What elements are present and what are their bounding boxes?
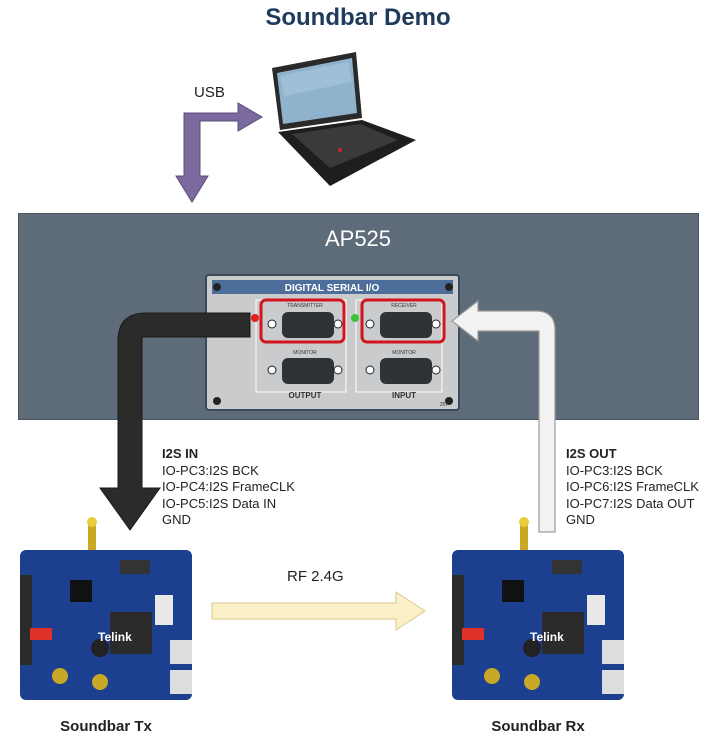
transmitter-connector	[267, 312, 343, 338]
i2s-in-line: GND	[162, 512, 191, 527]
i2s-in-arrow	[99, 312, 251, 531]
i2s-in-line: IO-PC3:I2S BCK	[162, 462, 259, 478]
soundbar-tx-board: Telink	[20, 517, 192, 700]
i2s-in-line: IO-PC4:I2S FrameCLK	[162, 479, 295, 494]
receiver-label: RECEIVER	[391, 303, 417, 309]
i2s-out-line: IO-PC6:I2S FrameCLK	[566, 479, 699, 494]
i2s-out-line: GND	[566, 512, 595, 527]
input-monitor-connector	[365, 358, 441, 384]
i2s-in-header: I2S IN	[162, 446, 199, 461]
rf-label: RF 2.4G	[287, 568, 344, 585]
monitor-right-label: MONITOR	[392, 350, 416, 356]
usb-arrow	[175, 102, 263, 203]
page-title: Soundbar Demo	[265, 4, 451, 31]
panel-code: 257	[440, 402, 449, 408]
usb-label: USB	[194, 84, 225, 101]
i2s-out-header: I2S OUT	[566, 446, 617, 461]
i2s-in-line: IO-PC5:I2S Data IN	[162, 495, 277, 511]
tx-board-logo: Telink	[98, 630, 132, 644]
rx-label: Soundbar Rx	[491, 718, 585, 735]
i2s-out-pin-list: I2S OUT IO-PC3:I2S BCK IO-PC6:I2S FrameC…	[566, 446, 699, 529]
receiver-highlight	[360, 298, 446, 344]
receiver-connector	[365, 312, 441, 338]
transmitter-led	[251, 314, 259, 322]
monitor-left-label: MONITOR	[293, 350, 317, 356]
i2s-in-pin-list: I2S IN IO-PC3:I2S BCK IO-PC4:I2S FrameCL…	[162, 446, 295, 529]
receiver-led	[351, 314, 359, 322]
i2s-out-line: IO-PC3:I2S BCK	[566, 462, 663, 478]
transmitter-label: TRANSMITTER	[287, 303, 323, 309]
laptop-icon	[272, 52, 416, 186]
digital-serial-io-panel: DIGITAL SERIAL I/O TRANSMITTER RECEIVER …	[205, 274, 460, 411]
input-label: INPUT	[392, 391, 416, 400]
soundbar-rx-board: Telink	[452, 517, 624, 700]
rf-arrow	[211, 591, 426, 631]
i2s-out-line: IO-PC7:I2S Data OUT	[566, 495, 695, 511]
output-monitor-connector	[267, 358, 343, 384]
i2s-out-arrow	[451, 299, 556, 533]
output-label: OUTPUT	[289, 391, 322, 400]
transmitter-highlight	[259, 298, 346, 344]
ap525-label: AP525	[324, 226, 392, 251]
tx-label: Soundbar Tx	[60, 718, 152, 735]
panel-title: DIGITAL SERIAL I/O	[285, 283, 380, 294]
rx-board-logo: Telink	[530, 630, 564, 644]
